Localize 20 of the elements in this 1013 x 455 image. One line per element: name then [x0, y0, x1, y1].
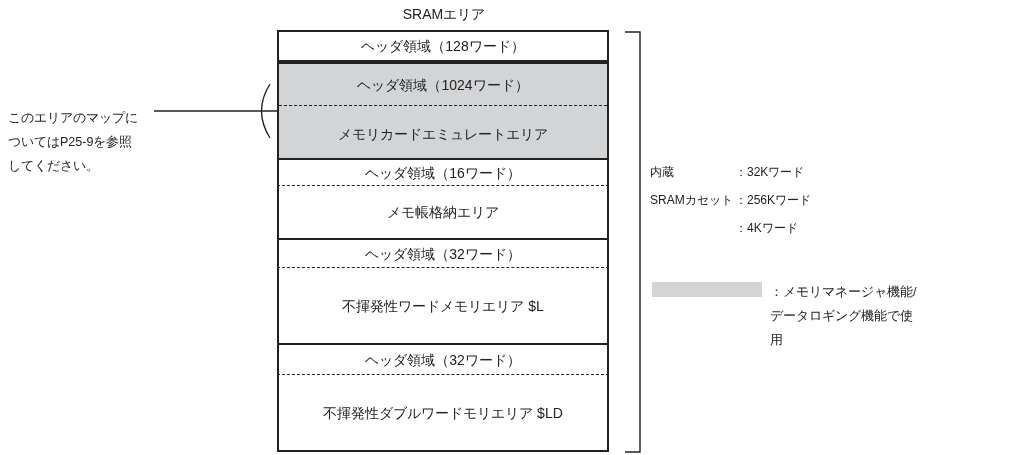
memory-area: メモ帳格納エリア	[277, 186, 609, 240]
header-area: ヘッダ領域（32ワード）	[277, 345, 609, 375]
label-text: ：4Kワード	[735, 220, 798, 237]
header-area: ヘッダ領域（1024ワード）	[279, 64, 607, 106]
note-text: このエリアのマップについてはP25-9を参照してください。	[8, 106, 140, 178]
memory-area: メモリカードエミュレートエリア	[279, 106, 607, 162]
memory-area: 不揮発性ワードメモリエリア $L	[277, 268, 609, 345]
header-area: ヘッダ領域（16ワード）	[277, 160, 609, 186]
leader-line	[153, 110, 278, 112]
label-text: SRAMカセット	[650, 192, 733, 209]
legend-text: ：メモリマネージャ機能/データロギング機能で使用	[770, 284, 918, 349]
label-text: ：256Kワード	[735, 192, 812, 209]
map-title: SRAMエリア	[401, 6, 487, 24]
memory-area: 不揮発性ダブルワードモリエリア $LD	[277, 375, 609, 452]
label-text: ：32Kワード	[735, 164, 805, 181]
header-area: ヘッダ領域（32ワード）	[277, 240, 609, 268]
shaded-section	[277, 62, 609, 160]
memory-map	[277, 6, 611, 454]
header-area: ヘッダ領域（128ワード）	[277, 30, 609, 62]
label-text: 内蔵	[650, 164, 674, 181]
